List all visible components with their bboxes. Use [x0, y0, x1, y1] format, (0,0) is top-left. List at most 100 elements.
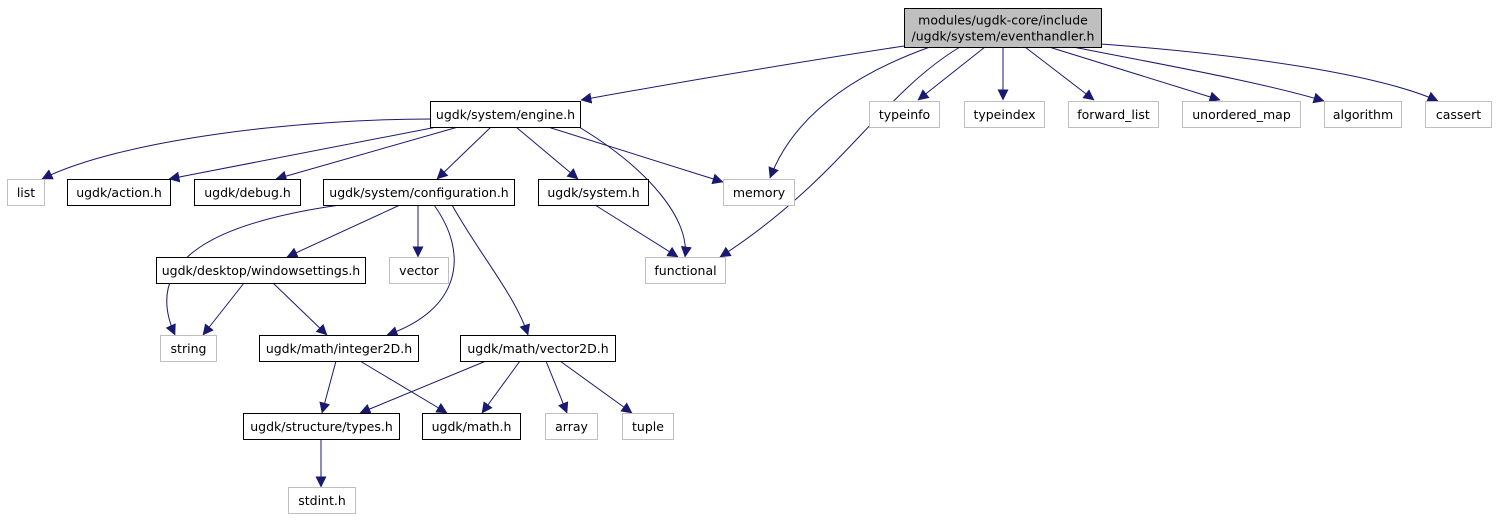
node-list: list	[7, 179, 45, 206]
edge-engine-to-system	[515, 126, 579, 180]
edge-vec2d-to-tuple	[559, 360, 633, 414]
node-label-cassert: cassert	[1436, 107, 1481, 122]
node-box-root	[904, 8, 1102, 48]
node-algorithm: algorithm	[1324, 101, 1402, 128]
edge-int2d-to-types	[319, 360, 337, 414]
node-tuple: tuple	[622, 413, 674, 440]
edge-root-to-fwdlist	[1024, 46, 1095, 101]
edge-winset-to-int2d	[272, 282, 328, 336]
edge-root-to-typeinfo	[917, 46, 986, 101]
node-label-action: ugdk/action.h	[76, 185, 162, 200]
node-vec2d[interactable]: ugdk/math/vector2D.h	[460, 335, 616, 362]
node-label-list: list	[17, 185, 35, 200]
edge-winset-to-string	[202, 282, 245, 336]
edge-root-to-algorithm	[1072, 46, 1325, 104]
node-int2d[interactable]: ugdk/math/integer2D.h	[259, 335, 419, 362]
node-box-list	[7, 179, 45, 206]
node-cassert: cassert	[1425, 101, 1492, 128]
node-memory: memory	[723, 179, 795, 206]
edge-engine-to-debug	[275, 126, 459, 182]
node-umap: unordered_map	[1182, 101, 1301, 128]
edge-root-to-memory	[768, 46, 931, 179]
node-box-action	[67, 179, 171, 206]
node-label-typeinfo: typeinfo	[879, 107, 930, 122]
edge-root-to-umap	[1048, 46, 1221, 103]
node-box-algorithm	[1324, 101, 1402, 128]
edge-root-to-engine	[580, 45, 905, 104]
node-box-string	[160, 335, 217, 362]
node-debug[interactable]: ugdk/debug.h	[194, 179, 301, 206]
node-label-functional: functional	[654, 263, 716, 278]
edge-system-to-functional	[594, 204, 679, 258]
node-label-root-line-1: modules/ugdk-core/include	[918, 13, 1088, 28]
node-label-umap: unordered_map	[1192, 107, 1291, 122]
edge-root-to-functional	[719, 46, 961, 258]
node-box-stdint	[288, 487, 356, 514]
node-stdint: stdint.h	[288, 487, 356, 514]
edge-config-to-string	[165, 204, 341, 336]
node-label-typeindex: typeindex	[973, 107, 1035, 122]
node-label-vector: vector	[399, 263, 440, 278]
node-label-array: array	[555, 419, 588, 434]
node-vector: vector	[389, 257, 449, 284]
edge-group	[41, 43, 1439, 488]
node-label-string: string	[171, 341, 207, 356]
node-label-vec2d: ugdk/math/vector2D.h	[467, 341, 608, 356]
node-label-engine: ugdk/system/engine.h	[436, 107, 575, 122]
node-box-vector	[389, 257, 449, 284]
node-box-config	[323, 179, 515, 206]
node-typeinfo: typeinfo	[869, 101, 940, 128]
node-label-memory: memory	[733, 185, 786, 200]
node-system[interactable]: ugdk/system.h	[538, 179, 649, 206]
edge-config-to-vec2d	[451, 204, 530, 336]
edge-engine-to-functional	[578, 126, 692, 258]
node-label-debug: ugdk/debug.h	[204, 185, 291, 200]
node-box-types	[243, 413, 400, 440]
node-box-functional	[645, 257, 726, 284]
node-box-int2d	[259, 335, 419, 362]
edge-root-to-cassert	[1100, 43, 1439, 102]
node-label-types: ugdk/structure/types.h	[250, 419, 393, 434]
node-label-stdint: stdint.h	[298, 493, 346, 508]
node-typeindex: typeindex	[964, 101, 1045, 128]
node-winset[interactable]: ugdk/desktop/windowsettings.h	[156, 257, 366, 284]
node-box-cassert	[1425, 101, 1492, 128]
node-box-winset	[156, 257, 366, 284]
node-label-system: ugdk/system.h	[547, 185, 639, 200]
edge-engine-to-list	[41, 118, 444, 180]
edge-engine-to-action	[168, 126, 438, 183]
node-box-umap	[1182, 101, 1301, 128]
edge-engine-to-config	[436, 126, 492, 180]
node-action[interactable]: ugdk/action.h	[67, 179, 171, 206]
edge-vec2d-to-types	[359, 360, 487, 415]
node-box-vec2d	[460, 335, 616, 362]
node-box-fwdlist	[1068, 101, 1159, 128]
node-engine[interactable]: ugdk/system/engine.h	[430, 101, 581, 128]
node-box-mathh	[422, 413, 521, 440]
node-box-typeinfo	[869, 101, 940, 128]
node-label-winset: ugdk/desktop/windowsettings.h	[162, 263, 360, 278]
node-group: modules/ugdk-core/include/ugdk/system/ev…	[7, 8, 1492, 514]
node-box-debug	[194, 179, 301, 206]
edge-engine-to-memory	[547, 126, 724, 185]
node-label-root-line-2: /ugdk/system/eventhandler.h	[912, 29, 1095, 44]
node-fwdlist: forward_list	[1068, 101, 1159, 128]
node-box-engine	[430, 101, 581, 128]
node-box-typeindex	[964, 101, 1045, 128]
node-box-tuple	[622, 413, 674, 440]
node-box-array	[545, 413, 598, 440]
node-label-fwdlist: forward_list	[1077, 107, 1150, 122]
edge-int2d-to-mathh	[359, 360, 448, 414]
node-label-config: ugdk/system/configuration.h	[329, 185, 508, 200]
node-config[interactable]: ugdk/system/configuration.h	[323, 179, 515, 206]
node-types[interactable]: ugdk/structure/types.h	[243, 413, 400, 440]
node-box-memory	[723, 179, 795, 206]
node-string: string	[160, 335, 217, 362]
node-mathh[interactable]: ugdk/math.h	[422, 413, 521, 440]
node-label-tuple: tuple	[632, 419, 664, 434]
node-label-int2d: ugdk/math/integer2D.h	[266, 341, 412, 356]
node-label-algorithm: algorithm	[1333, 107, 1393, 122]
node-functional: functional	[645, 257, 726, 284]
edge-vec2d-to-array	[545, 360, 569, 414]
